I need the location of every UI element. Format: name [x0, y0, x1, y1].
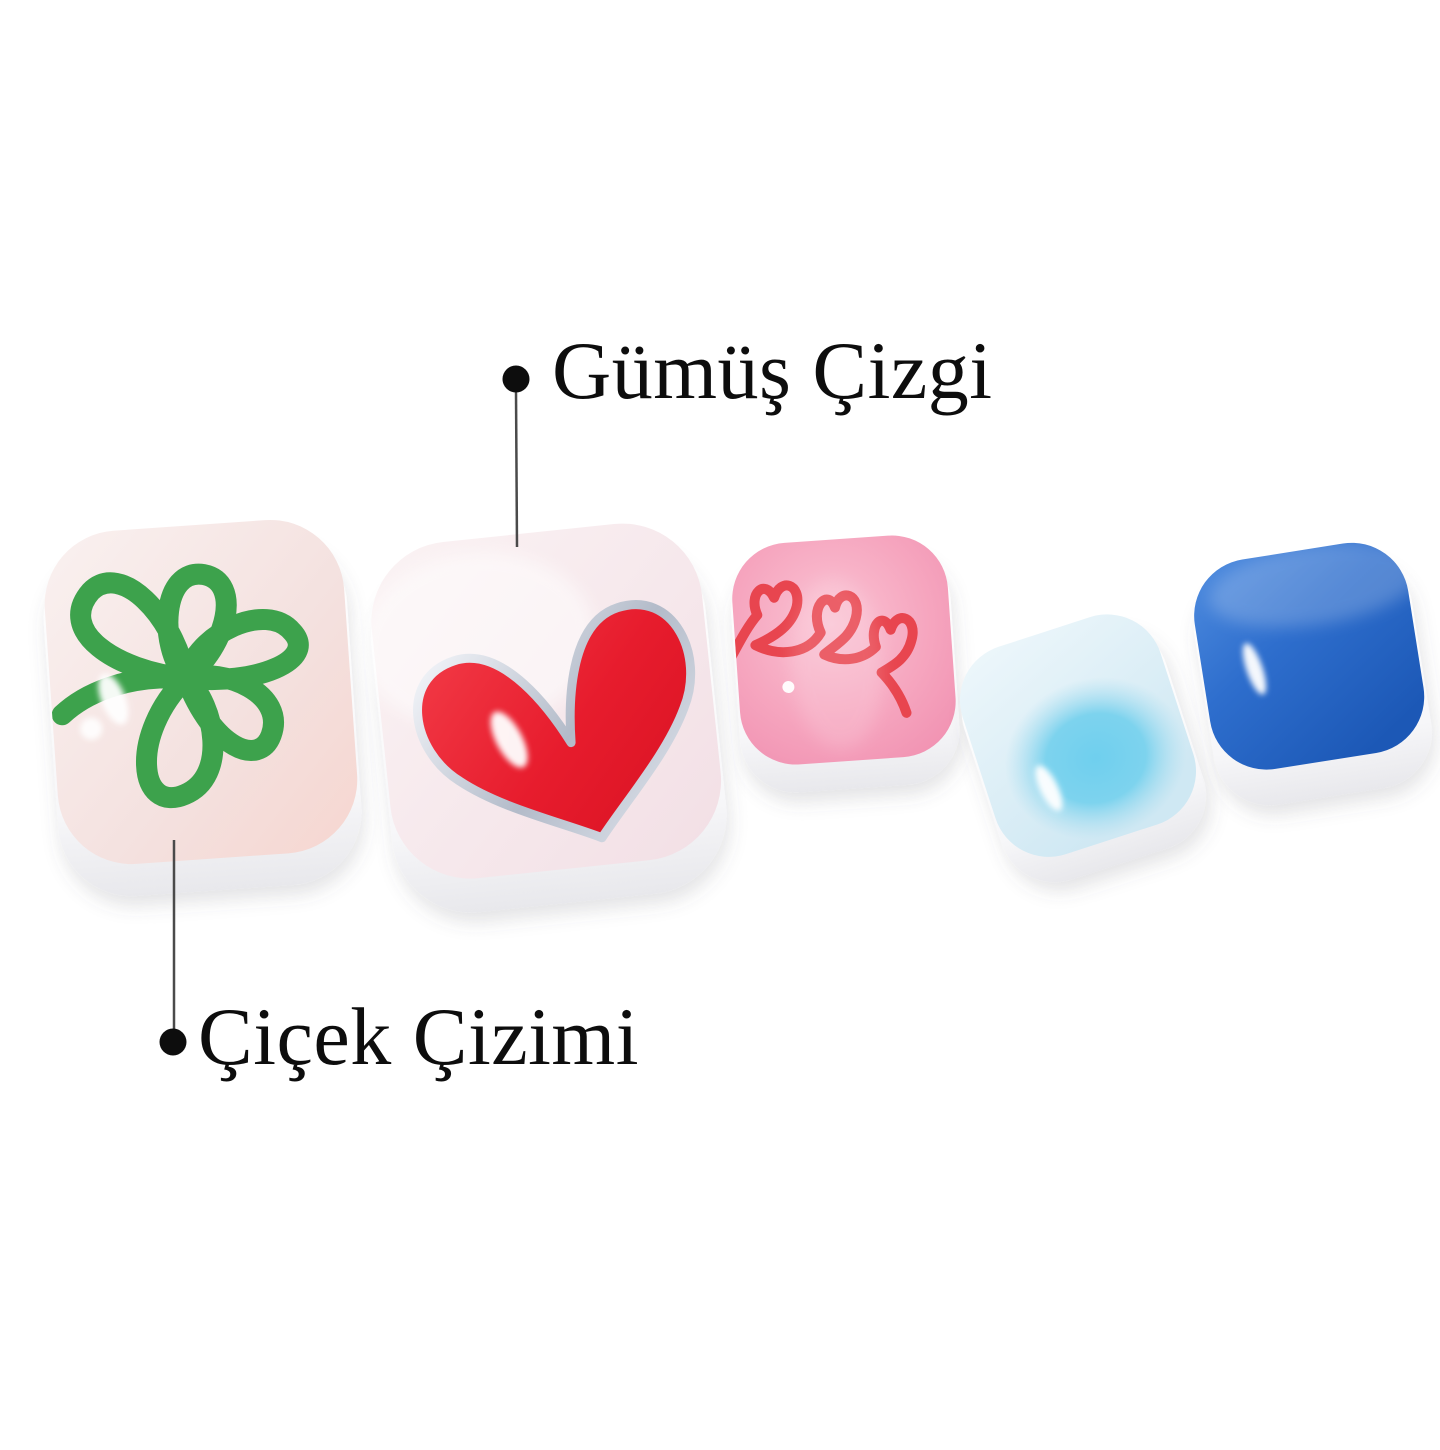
specular-highlight	[80, 717, 103, 740]
specular-highlight	[1242, 643, 1267, 695]
heart-scribble-nail	[728, 535, 960, 793]
callout-label-flower-drawing: Çiçek Çizimi	[198, 991, 639, 1082]
specular-highlight	[782, 681, 795, 694]
callout-label-silver-line: Gümüş Çizgi	[552, 325, 993, 416]
callout-dot-flower	[159, 1028, 187, 1056]
blue-gradient-nail	[959, 614, 1206, 883]
callout-dot-silver	[502, 365, 530, 393]
specular-highlight	[98, 673, 129, 725]
callout-line-silver	[514, 391, 519, 548]
flower-doodle-nail	[43, 519, 362, 897]
flower-doodle-icon	[51, 563, 309, 808]
sheen	[790, 577, 884, 750]
silver-heart-icon	[413, 600, 696, 843]
specular-highlight	[1035, 765, 1063, 812]
solid-blue-nail	[1194, 541, 1432, 806]
specular-highlight	[490, 711, 528, 768]
silver-heart-nail	[359, 523, 727, 913]
sheen	[1209, 541, 1423, 628]
